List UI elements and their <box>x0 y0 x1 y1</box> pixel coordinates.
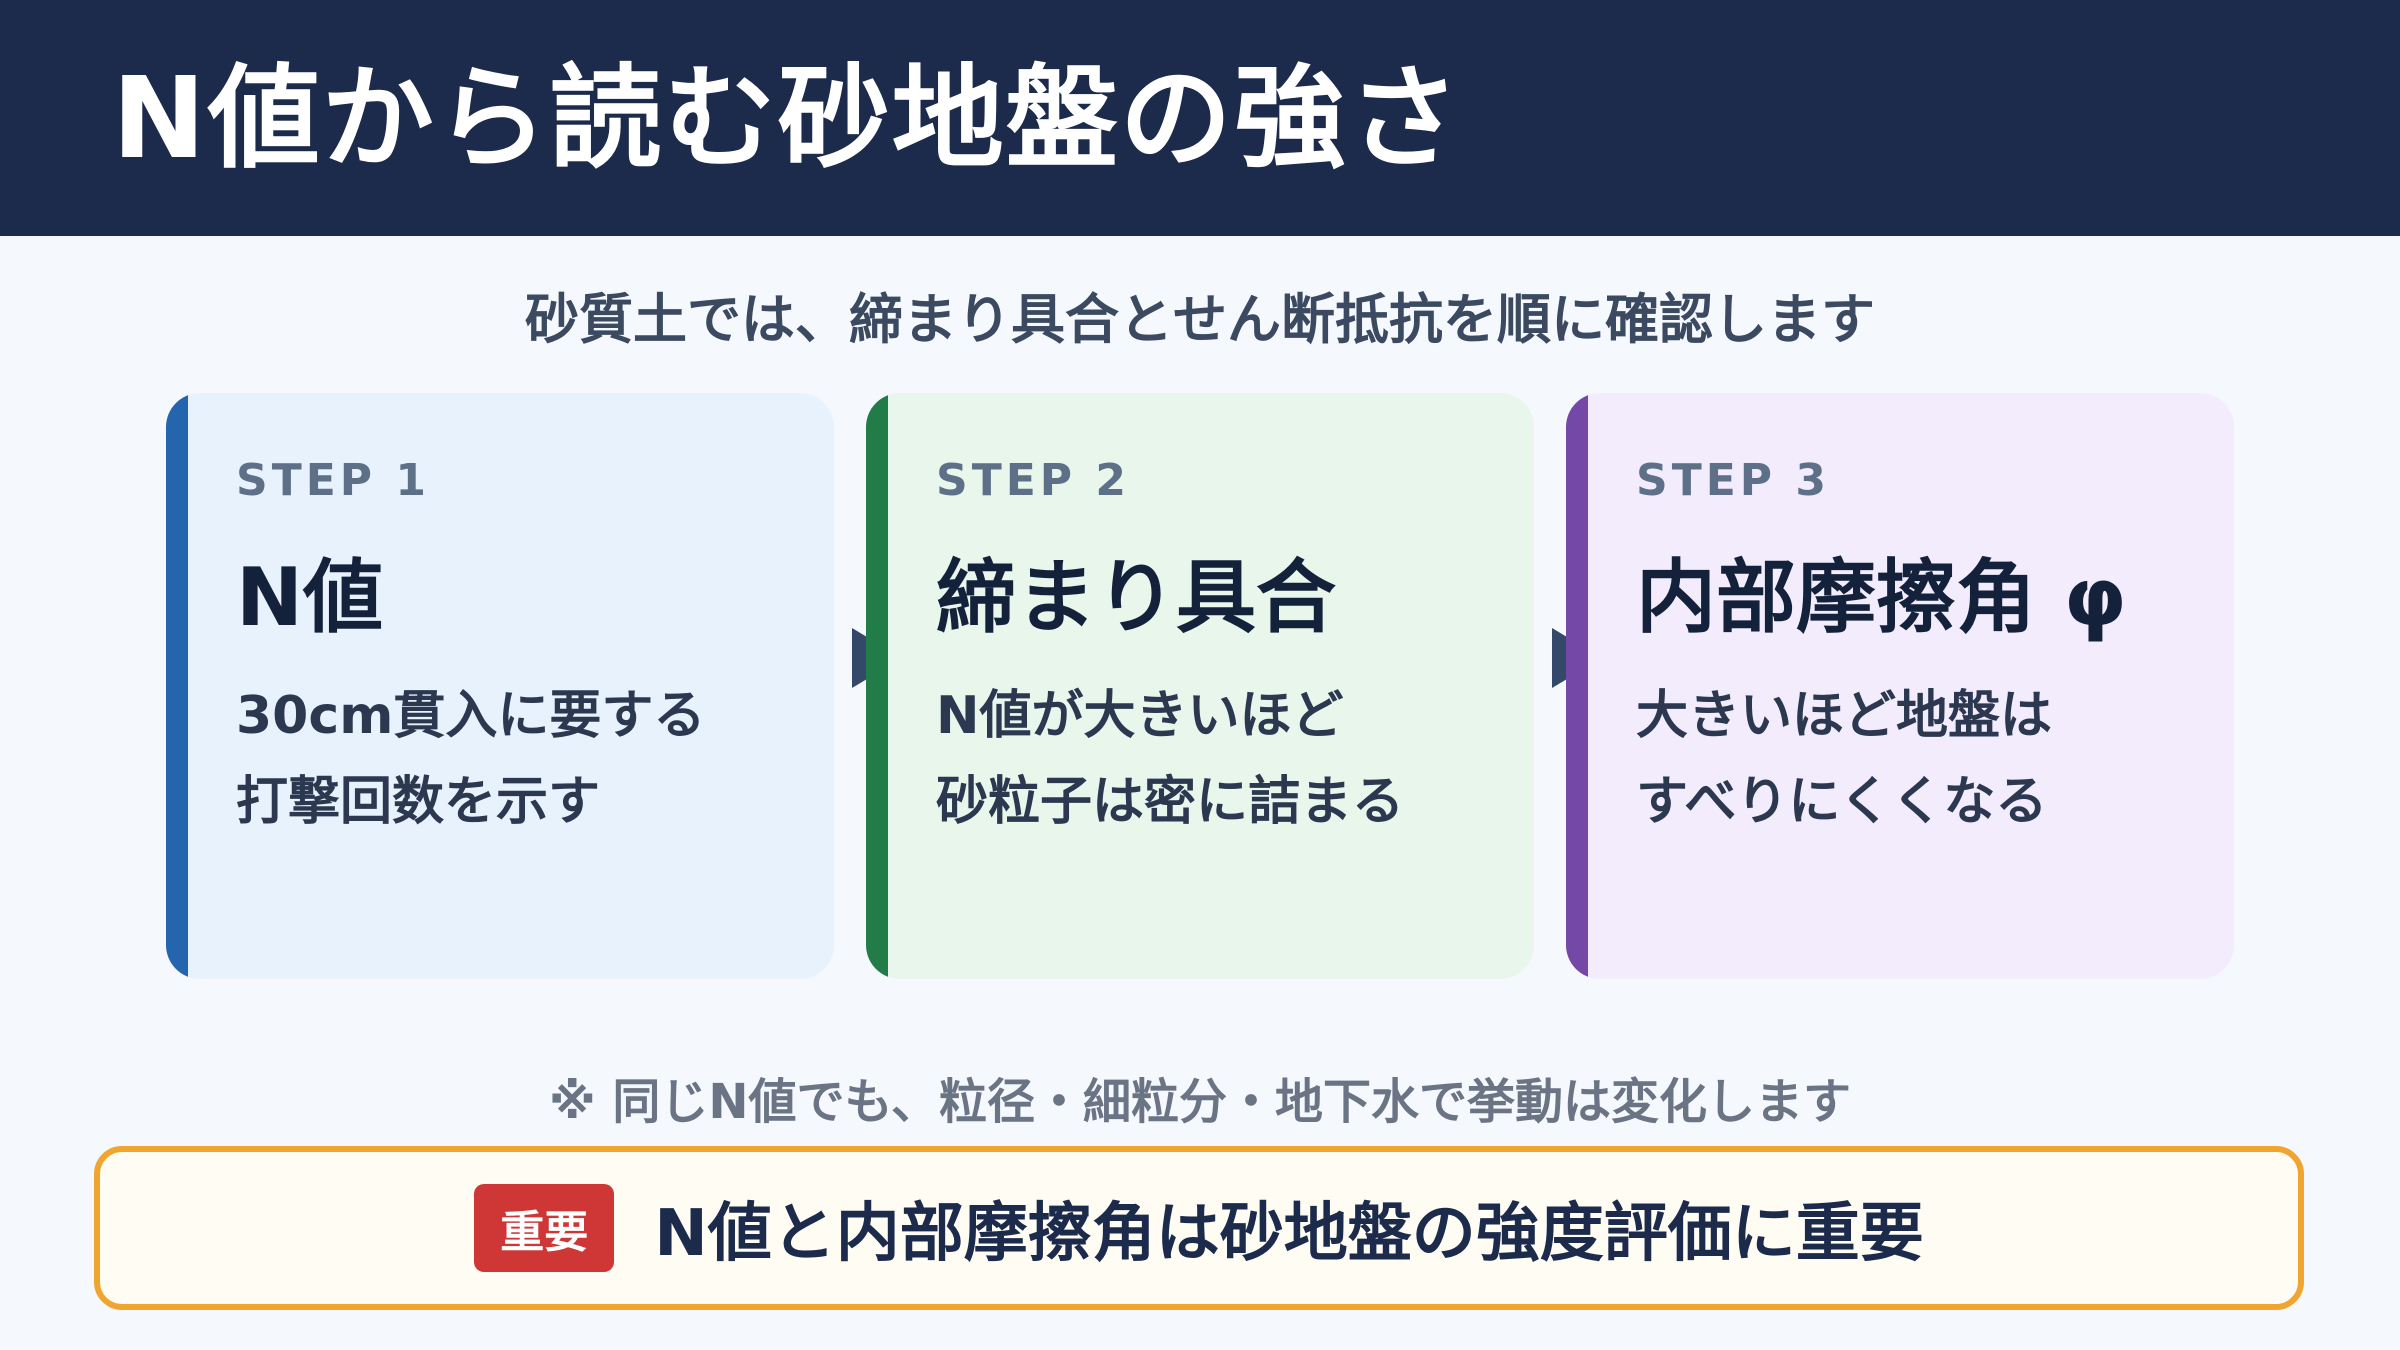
step-description-line: 打撃回数を示す <box>236 772 601 832</box>
step-card-1-accent-bar <box>166 393 188 979</box>
step-card-2-accent-bar <box>866 393 888 979</box>
important-callout: 重要 N値と内部摩擦角は砂地盤の強度評価に重要 <box>94 1146 2304 1310</box>
callout-content: 重要 N値と内部摩擦角は砂地盤の強度評価に重要 <box>100 1152 2298 1304</box>
callout-text: N値と内部摩擦角は砂地盤の強度評価に重要 <box>654 1197 1924 1271</box>
footnote: ※ 同じN値でも、粒径・細粒分・地下水で挙動は変化します <box>548 1074 1852 1130</box>
step-description-line: 30cm貫入に要する <box>236 686 706 746</box>
step-card-3: STEP 3 内部摩擦角 φ 大きいほど地盤は すべりにくくなる <box>1566 393 2234 979</box>
step-description-line: すべりにくくなる <box>1636 772 2048 832</box>
step-heading: N値 <box>236 551 383 644</box>
step-card-3-accent-bar <box>1566 393 1588 979</box>
step-heading: 締まり具合 <box>936 551 1336 644</box>
step-label: STEP 2 <box>936 455 1130 506</box>
step-card-2: STEP 2 締まり具合 N値が大きいほど 砂粒子は密に詰まる <box>866 393 1534 979</box>
step-description-line: 砂粒子は密に詰まる <box>936 772 1405 832</box>
page-title: N値から読む砂地盤の強さ <box>112 54 1462 184</box>
step-description: 30cm貫入に要する 打撃回数を示す <box>236 673 816 845</box>
step-label: STEP 3 <box>1636 455 1830 506</box>
step-description: N値が大きいほど 砂粒子は密に詰まる <box>936 673 1516 845</box>
step-heading: 内部摩擦角 φ <box>1636 551 2127 644</box>
step-description-line: N値が大きいほど <box>936 686 1344 746</box>
step-card-1: STEP 1 N値 30cm貫入に要する 打撃回数を示す <box>166 393 834 979</box>
step-description-line: 大きいほど地盤は <box>1636 686 2053 746</box>
step-label: STEP 1 <box>236 455 430 506</box>
header-bar: N値から読む砂地盤の強さ <box>0 0 2400 236</box>
subtitle: 砂質土では、締まり具合とせん断抵抗を順に確認します <box>525 288 1875 351</box>
step-description: 大きいほど地盤は すべりにくくなる <box>1636 673 2216 845</box>
important-badge: 重要 <box>474 1184 615 1272</box>
